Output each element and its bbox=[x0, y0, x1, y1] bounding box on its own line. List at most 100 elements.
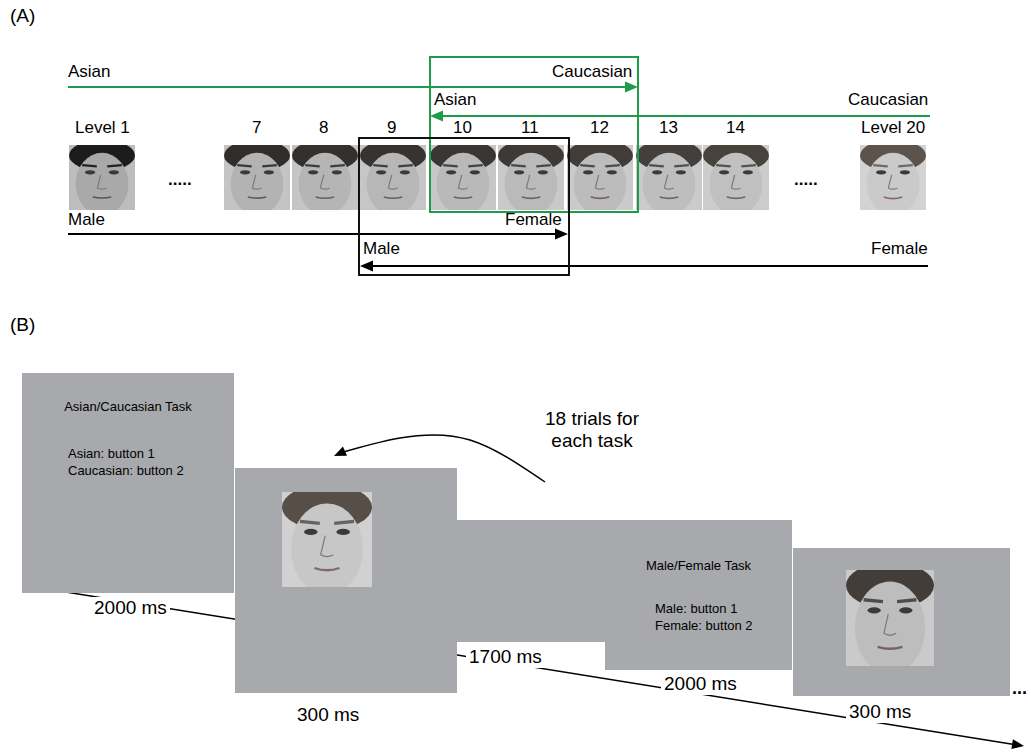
face-photo bbox=[498, 145, 564, 210]
face-photo bbox=[292, 145, 358, 210]
arrow-head bbox=[430, 111, 443, 122]
level-number: 9 bbox=[387, 118, 396, 138]
face-skin bbox=[76, 153, 129, 210]
nose bbox=[97, 175, 106, 189]
face-skin bbox=[867, 153, 920, 210]
arrow-head bbox=[625, 82, 638, 93]
continuum-end-label: Asian bbox=[434, 90, 477, 110]
nose bbox=[320, 175, 329, 189]
eye bbox=[470, 170, 480, 174]
ellipsis: ... bbox=[1012, 678, 1027, 699]
eye bbox=[85, 170, 95, 174]
direction-arrow bbox=[441, 115, 930, 117]
eye bbox=[607, 170, 617, 174]
mouth bbox=[454, 197, 472, 198]
continuum-end-label: Female bbox=[505, 210, 562, 230]
nose bbox=[458, 175, 467, 189]
eye bbox=[899, 607, 912, 613]
nose bbox=[884, 614, 896, 635]
stimulus-screen bbox=[235, 468, 457, 693]
face-skin bbox=[574, 153, 627, 210]
eyebrow bbox=[398, 165, 413, 166]
eyebrow bbox=[605, 165, 620, 166]
screen-title: Asian/Caucasian Task bbox=[64, 399, 192, 416]
face-skin bbox=[710, 153, 763, 210]
eyebrow bbox=[237, 165, 252, 166]
eyebrow bbox=[897, 600, 916, 602]
button-mapping: Asian: button 1 bbox=[68, 446, 155, 463]
eyebrow bbox=[305, 165, 320, 166]
eye bbox=[400, 170, 410, 174]
nose bbox=[252, 175, 261, 189]
continuum-end-label: Male bbox=[68, 210, 105, 230]
duration-label: 2000 ms bbox=[91, 597, 170, 619]
mouth bbox=[384, 197, 402, 198]
duration-label: 300 ms bbox=[846, 701, 914, 723]
face-photo bbox=[636, 145, 702, 210]
button-mapping: Caucasian: button 2 bbox=[68, 463, 184, 480]
eyebrow bbox=[649, 165, 664, 166]
eyebrow bbox=[674, 165, 689, 166]
continuum-end-label: Caucasian bbox=[552, 62, 632, 82]
duration-label: 1700 ms bbox=[466, 646, 545, 668]
mouth bbox=[591, 197, 609, 198]
mouth bbox=[522, 197, 540, 198]
eyebrow bbox=[873, 165, 888, 166]
face-photo bbox=[360, 145, 426, 210]
level-number: 13 bbox=[659, 118, 678, 138]
ambiguous-range-box bbox=[430, 57, 638, 212]
panel-a-art bbox=[68, 57, 930, 275]
button-mapping: Female: button 2 bbox=[655, 618, 753, 635]
eye bbox=[538, 170, 548, 174]
eye bbox=[514, 170, 524, 174]
eyebrow bbox=[511, 165, 526, 166]
eye bbox=[876, 170, 886, 174]
eye bbox=[304, 529, 318, 535]
level-number: 7 bbox=[252, 118, 261, 138]
face-photo bbox=[430, 145, 496, 210]
eye bbox=[583, 170, 593, 174]
continuum-end-label: Caucasian bbox=[848, 90, 928, 110]
nose bbox=[321, 536, 334, 557]
instruction-screen: Asian/Caucasian TaskAsian: button 1Cauca… bbox=[22, 373, 234, 593]
level-number: 12 bbox=[590, 118, 609, 138]
face-photo bbox=[224, 145, 290, 210]
duration-label: 300 ms bbox=[294, 704, 362, 726]
eye bbox=[446, 170, 456, 174]
ellipsis: ..... bbox=[794, 170, 818, 190]
nose bbox=[388, 175, 397, 189]
eye bbox=[336, 529, 350, 535]
face-skin bbox=[643, 153, 696, 210]
eyebrow bbox=[107, 165, 122, 166]
eyebrow bbox=[716, 165, 731, 166]
nose bbox=[664, 175, 673, 189]
eye bbox=[676, 170, 686, 174]
duration-label: 2000 ms bbox=[661, 673, 740, 695]
eyebrow bbox=[334, 521, 354, 523]
level-number: 11 bbox=[521, 118, 539, 138]
panel-letter: (A) bbox=[10, 5, 35, 27]
eye bbox=[240, 170, 250, 174]
arrow-head bbox=[555, 229, 568, 240]
face-skin bbox=[367, 153, 420, 210]
ambiguous-range-box bbox=[359, 138, 569, 275]
eye bbox=[652, 170, 662, 174]
mouth bbox=[878, 647, 903, 649]
eye bbox=[719, 170, 729, 174]
eyebrow bbox=[300, 521, 320, 523]
eye bbox=[332, 170, 342, 174]
eyebrow bbox=[330, 165, 345, 166]
direction-arrow bbox=[68, 233, 557, 235]
face-photo bbox=[69, 145, 135, 210]
level-number: Level 1 bbox=[75, 118, 130, 138]
arrow-head bbox=[1011, 739, 1024, 749]
eyebrow bbox=[468, 165, 483, 166]
face-skin bbox=[231, 153, 284, 210]
continuum-end-label: Female bbox=[871, 239, 928, 259]
loop-note: 18 trials for each task bbox=[532, 408, 652, 452]
eye bbox=[109, 170, 119, 174]
continuum-end-label: Male bbox=[363, 239, 400, 259]
mouth bbox=[93, 196, 111, 199]
face-skin bbox=[505, 153, 558, 210]
